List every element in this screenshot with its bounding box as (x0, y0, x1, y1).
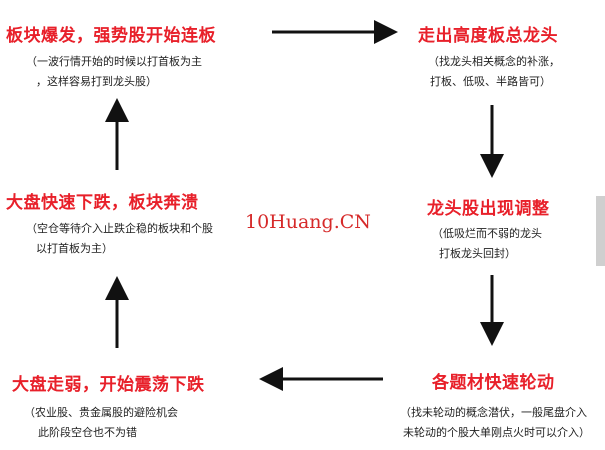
node-market-crash-title: 大盘快速下跌，板块奔溃 (6, 193, 199, 213)
node-sector-burst-title: 板块爆发，强势股开始连板 (6, 26, 216, 46)
node-leader-board-note-1: （找龙头相关概念的补涨， (428, 55, 560, 68)
node-leader-board-note-2: 打板、低吸、半路皆可） (430, 75, 551, 88)
node-market-weak-title: 大盘走弱，开始震荡下跌 (12, 375, 205, 395)
node-market-crash-note-1: （空仓等待介入止跌企稳的板块和个股 (26, 222, 213, 235)
node-leader-adjust-note-1: （低吸烂而不弱的龙头 (432, 227, 542, 240)
node-leader-adjust-note-2: 打板龙头回封） (439, 247, 516, 260)
node-market-crash-note-2: 以打首板为主） (36, 242, 113, 255)
node-theme-rotation-note-2: 未轮动的个股大单刚点火时可以介入） (403, 426, 590, 439)
node-theme-rotation-note-1: （找未轮动的概念潜伏，一般尾盘介入 (400, 406, 587, 419)
node-market-weak-note-1: （农业股、贵金属股的避险机会 (24, 406, 178, 419)
scrollbar-tab[interactable] (596, 196, 605, 266)
node-leader-adjust-title: 龙头股出现调整 (427, 199, 550, 219)
node-market-weak-note-2: 此阶段空仓也不为错 (38, 426, 137, 439)
node-theme-rotation-title: 各题材快速轮动 (432, 373, 555, 393)
node-sector-burst-note-2: ，这样容易打到龙头股） (36, 75, 157, 88)
node-leader-board-title: 走出高度板总龙头 (418, 26, 558, 46)
watermark: 10Huang.CN (245, 211, 371, 233)
node-sector-burst-note-1: （一波行情开始的时候以打首板为主 (26, 55, 202, 68)
